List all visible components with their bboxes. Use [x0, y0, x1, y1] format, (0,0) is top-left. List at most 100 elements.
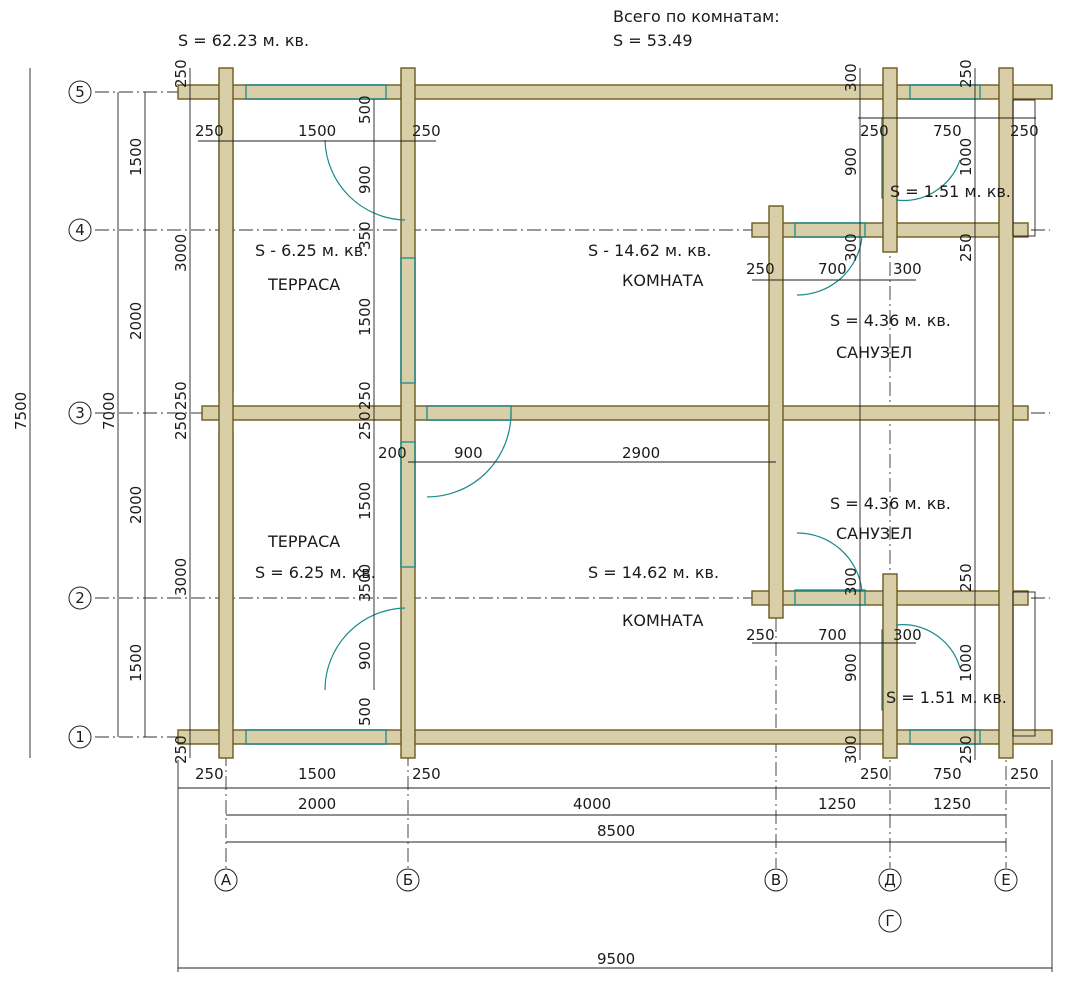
room-name-room-top: КОМНАТА — [622, 271, 704, 290]
axis-bubble-2 — [68, 586, 92, 610]
room-area-room-top: S - 14.62 м. кв. — [588, 241, 711, 260]
door-swing-corridor — [426, 412, 512, 498]
total-area-label: S = 62.23 м. кв. — [178, 31, 309, 50]
dim-text: 250 — [957, 233, 975, 262]
dim-text: 1500 — [127, 138, 145, 176]
dim-text: 250 — [172, 411, 190, 440]
wall-axis-5 — [177, 84, 1053, 100]
dim-text: 500 — [356, 95, 374, 124]
dim-text: 1500 — [298, 122, 336, 140]
axis-label-5: 5 — [75, 83, 85, 101]
dim-text: 250 — [412, 122, 441, 140]
opening-mid-bottom — [400, 441, 416, 568]
dim-text: 250 — [195, 765, 224, 783]
room-area-room-bottom: S = 14.62 м. кв. — [588, 563, 719, 582]
dim-text: 250 — [957, 563, 975, 592]
dim-text: 300 — [842, 567, 860, 596]
opening-closet-bottom — [909, 729, 981, 745]
axis-label-v: В — [771, 871, 781, 889]
door-swing-terrace-top — [324, 139, 406, 221]
dim-text: 250 — [746, 626, 775, 644]
dim-texts-vertical: 7500 7000 1500 2000 2000 1500 250 3000 2… — [12, 59, 975, 764]
dim-text: 200 — [378, 444, 407, 462]
dim-text: 1500 — [127, 644, 145, 682]
dim-text: 250 — [957, 59, 975, 88]
axis-bubble-4 — [68, 218, 92, 242]
dim-text: 250 — [957, 735, 975, 764]
room-area-bath-top: S = 4.36 м. кв. — [830, 311, 951, 330]
room-name-terrace-bottom: ТЕРРАСА — [267, 532, 340, 551]
dim-text: 900 — [356, 165, 374, 194]
dim-text: 250 — [746, 260, 775, 278]
dim-text: 8500 — [597, 822, 635, 840]
axis-bubble-1 — [68, 725, 92, 749]
room-name-terrace-top: ТЕРРАСА — [267, 275, 340, 294]
dim-text: 250 — [172, 59, 190, 88]
dim-text: 750 — [933, 765, 962, 783]
dim-text: 9500 — [597, 950, 635, 968]
dim-text: 250 — [860, 122, 889, 140]
room-labels: S - 6.25 м. кв. ТЕРРАСА S - 14.62 м. кв.… — [255, 182, 1011, 707]
dim-text: 250 — [356, 381, 374, 410]
dim-text: 3000 — [172, 558, 190, 596]
wall-axis-d-bottom — [882, 573, 898, 759]
dimension-lines — [29, 68, 1053, 972]
dim-text: 700 — [818, 260, 847, 278]
opening-bath-bottom — [794, 590, 866, 606]
dim-text: 3500 — [356, 564, 374, 602]
axis-label-b: Б — [403, 871, 413, 889]
axis-label-d: Д — [884, 871, 896, 889]
wall-axis-e — [998, 67, 1014, 759]
door-swing-closet-bottom — [895, 624, 961, 669]
dim-text: 1500 — [298, 765, 336, 783]
dim-text: 1250 — [818, 795, 856, 813]
dim-text: 500 — [356, 697, 374, 726]
door-swing-closet-top — [895, 159, 961, 202]
dim-text: 1500 — [356, 298, 374, 336]
room-area-terrace-bottom: S = 6.25 м. кв. — [255, 563, 376, 582]
axis-label-4: 4 — [75, 221, 85, 239]
axis-bubble-e — [994, 868, 1018, 892]
room-area-terrace-top: S - 6.25 м. кв. — [255, 241, 368, 260]
axis-bubble-3 — [68, 401, 92, 425]
dim-text: 1000 — [957, 644, 975, 682]
dim-text: 250 — [412, 765, 441, 783]
axis-bubble-b — [396, 868, 420, 892]
axis-bubble-v — [764, 868, 788, 892]
axis-bubble-g — [878, 909, 902, 933]
wall-axis-b — [400, 67, 416, 759]
dim-text: 250 — [172, 381, 190, 410]
wall-axis-v — [768, 205, 784, 619]
dim-text: 7500 — [12, 392, 30, 430]
dim-text: 900 — [842, 147, 860, 176]
dim-text: 250 — [356, 411, 374, 440]
wall-axis-d-top — [882, 67, 898, 253]
dim-text: 900 — [842, 653, 860, 682]
dim-text: 250 — [1010, 122, 1039, 140]
dim-text: 300 — [893, 626, 922, 644]
dim-text: 900 — [356, 641, 374, 670]
walls — [177, 67, 1053, 759]
dim-text: 750 — [933, 122, 962, 140]
axis-label-1: 1 — [75, 728, 85, 746]
opening-closet-top — [909, 84, 981, 100]
axis-label-3: 3 — [75, 404, 85, 422]
dim-text: 1250 — [933, 795, 971, 813]
dim-texts-horizontal: 250 1500 250 250 750 250 250 700 300 200… — [195, 122, 1039, 968]
dim-text: 250 — [195, 122, 224, 140]
room-name-bath-bottom: САНУЗЕЛ — [836, 524, 912, 543]
dim-text: 900 — [454, 444, 483, 462]
room-name-room-bottom: КОМНАТА — [622, 611, 704, 630]
dim-text: 7000 — [100, 392, 118, 430]
dim-text: 250 — [1010, 765, 1039, 783]
dim-text: 300 — [842, 233, 860, 262]
room-area-closet-top: S = 1.51 м. кв. — [890, 182, 1011, 201]
axis-label-e: Е — [1001, 871, 1010, 889]
dim-text: 1000 — [957, 138, 975, 176]
wall-axis-a — [218, 67, 234, 759]
room-area-closet-bottom: S = 1.51 м. кв. — [886, 688, 1007, 707]
axis-bubble-5 — [68, 80, 92, 104]
axis-label-a: А — [221, 871, 232, 889]
vent-box-top — [1012, 99, 1036, 237]
